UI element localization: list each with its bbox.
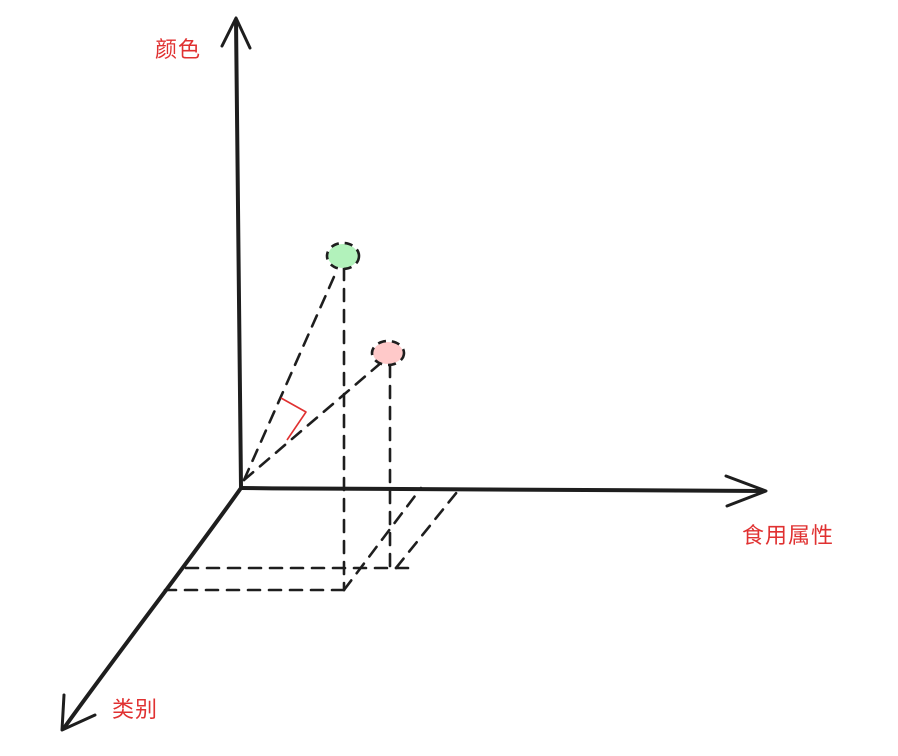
angle-mark bbox=[280, 397, 307, 441]
x-axis-arrowhead bbox=[724, 474, 768, 508]
x-axis-label: 食用属性 bbox=[742, 524, 835, 549]
pink-point-vector bbox=[242, 360, 384, 482]
green-point-vector bbox=[242, 268, 339, 482]
y-axis-arrowhead bbox=[220, 16, 252, 50]
pink-point-floor-width bbox=[394, 490, 459, 570]
green-point-fill bbox=[328, 244, 358, 268]
z-axis-line bbox=[62, 486, 243, 730]
z-axis-label: 类别 bbox=[112, 698, 159, 723]
pink-point-fill bbox=[373, 342, 403, 364]
x-axis-line bbox=[239, 486, 766, 493]
z-axis-arrowhead bbox=[60, 693, 97, 732]
green-point-circle bbox=[325, 241, 361, 271]
green-point-floor-width bbox=[342, 486, 423, 592]
pink-point-circle bbox=[370, 339, 406, 367]
y-axis-label: 颜色 bbox=[155, 38, 202, 63]
y-axis-line bbox=[234, 18, 243, 489]
